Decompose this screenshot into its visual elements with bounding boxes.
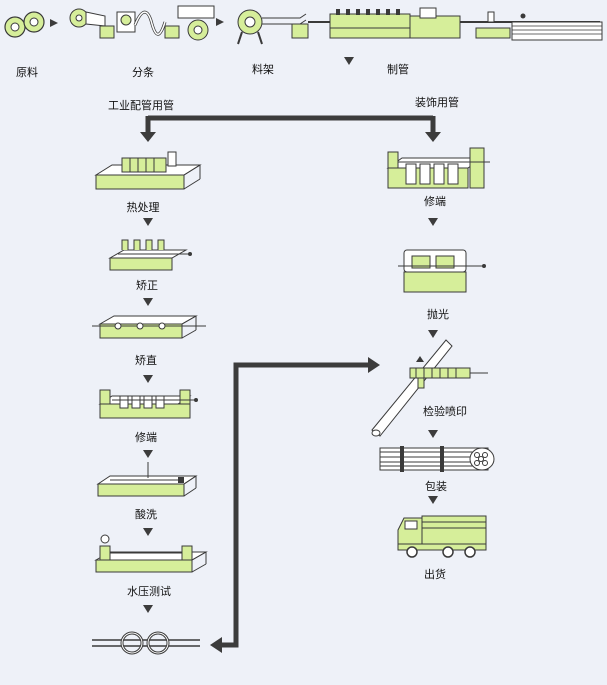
material-rack-icon: [237, 9, 309, 45]
straightening-machine-icon: [108, 239, 192, 271]
arrow-left-6: [143, 605, 153, 613]
label-slitting: 分条: [132, 66, 154, 79]
label-material-rack: 料架: [252, 63, 274, 76]
inspection-marking-icon: [371, 339, 488, 437]
end-trimming-machine-right-icon: [386, 147, 490, 189]
slitting-machine-icon: [69, 5, 215, 41]
heat-treatment-furnace-icon: [94, 151, 202, 190]
arrow-left-1: [143, 218, 153, 226]
raw-material-coils-icon: [4, 11, 45, 38]
arrow-right-2: [428, 330, 438, 338]
delivery-truck-icon: [397, 515, 487, 558]
branch-connector: [140, 115, 441, 142]
label-tube-making: 制管: [387, 63, 409, 76]
arrow-right-3: [428, 430, 438, 438]
return-connector: [210, 357, 380, 653]
arrow-right-1: [428, 218, 438, 226]
end-trimming-machine-left-icon: [98, 389, 198, 419]
hydrostatic-tester-icon: [94, 534, 208, 573]
label-pickling: 酸洗: [135, 508, 157, 521]
arrow-left-4: [143, 450, 153, 458]
pipe-coils-icon: [92, 631, 200, 655]
label-polishing: 抛光: [427, 308, 449, 321]
tube-making-mill-icon: [308, 7, 603, 41]
arrow-left-5: [143, 528, 153, 536]
label-straightening-2: 矫直: [135, 354, 157, 367]
polishing-machine-icon: [398, 249, 486, 293]
arrow-left-2: [143, 298, 153, 306]
label-inspection-marking: 检验喷印: [423, 405, 467, 418]
arrow-down-to-tube-making: [344, 57, 354, 65]
pickling-tank-icon: [96, 462, 198, 497]
label-end-trimming-left: 修端: [135, 431, 157, 444]
arrow-top-1: [50, 19, 58, 27]
arrow-right-4: [428, 496, 438, 504]
label-shipping: 出货: [424, 568, 446, 581]
label-straightening: 矫正: [136, 279, 158, 292]
label-heat-treatment: 热处理: [126, 201, 160, 214]
label-hydro-test: 水压测试: [127, 585, 171, 598]
rotary-straightener-icon: [92, 315, 206, 339]
label-raw-material: 原料: [16, 66, 38, 79]
label-end-trimming-right: 修端: [424, 195, 446, 208]
label-industrial-pipe: 工业配管用管: [108, 99, 174, 112]
arrow-top-2: [216, 18, 224, 26]
label-decorative-pipe: 装饰用管: [415, 96, 459, 109]
arrow-left-3: [143, 375, 153, 383]
packaged-bundle-icon: [379, 446, 495, 472]
label-packaging: 包装: [425, 480, 447, 493]
